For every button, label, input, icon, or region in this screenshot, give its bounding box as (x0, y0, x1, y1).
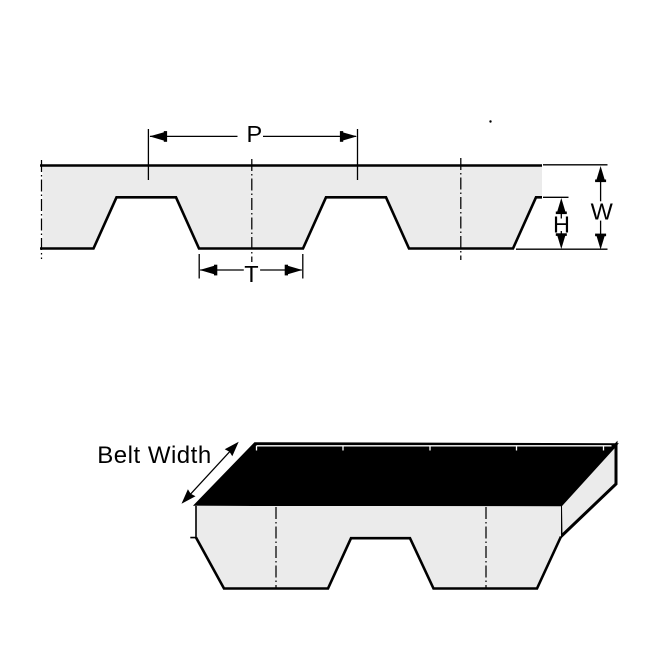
svg-text:P: P (246, 121, 262, 147)
svg-text:H: H (553, 212, 570, 238)
svg-text:T: T (244, 261, 258, 287)
svg-text:Belt Width: Belt Width (97, 442, 211, 469)
svg-text:W: W (591, 199, 614, 225)
